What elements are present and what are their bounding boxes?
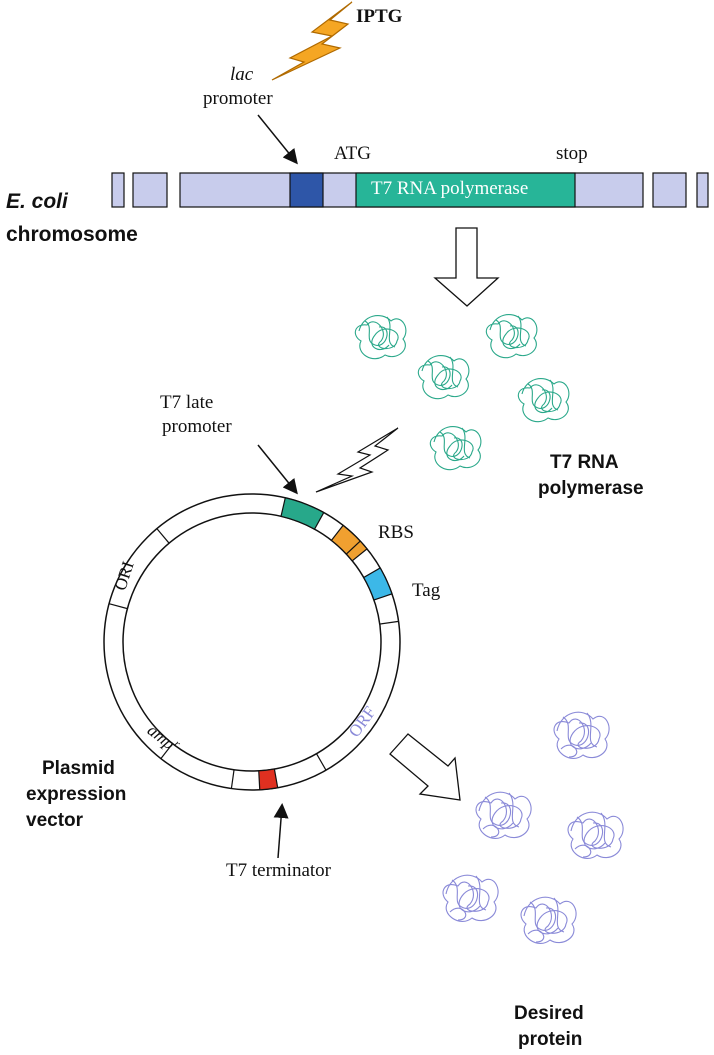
protein-molecule	[567, 811, 624, 859]
protein-molecule	[553, 711, 610, 759]
t7-late-promoter-arrow	[257, 444, 298, 495]
chromosome-segment	[111, 172, 125, 208]
chromosome-segment	[652, 172, 687, 208]
lac-promoter-block	[289, 172, 324, 208]
t7-rna-polymerase-gene	[355, 172, 576, 208]
chromosome-segment	[696, 172, 709, 208]
plasmid-dividers	[108, 528, 399, 789]
protein-molecule	[442, 874, 499, 922]
iptg-label: IPTG	[356, 6, 403, 27]
expression-down-arrow	[433, 227, 500, 307]
polymerase-binding-lightning-icon	[315, 427, 399, 493]
stop-label: stop	[556, 143, 588, 164]
protein-label: protein	[518, 1029, 583, 1050]
polymerase-label: polymerase	[538, 478, 644, 499]
polymerase-molecule	[517, 378, 570, 423]
plasmid-divider	[108, 603, 128, 610]
translation-arrow	[389, 733, 461, 801]
plasmid-label: Plasmid	[42, 758, 115, 779]
polymerase-molecule	[354, 315, 407, 360]
tag-segment	[362, 567, 393, 601]
t7-polymerase-cluster	[354, 314, 570, 471]
t7-terminator-segment	[258, 768, 279, 791]
t7-late-promoter-label: promoter	[162, 416, 232, 437]
vector-label: vector	[26, 810, 84, 831]
lac-label: lac	[230, 64, 254, 85]
chromosome-label: chromosome	[6, 223, 138, 246]
iptg-lightning-icon	[271, 1, 353, 81]
plasmid-divider	[156, 528, 170, 544]
tag-label: Tag	[412, 580, 441, 601]
t7-gene-label: T7 RNA polymerase	[371, 178, 529, 199]
plasmid-outer-circle	[103, 493, 401, 791]
polymerase-molecule	[417, 355, 470, 400]
atg-label: ATG	[334, 143, 371, 164]
polymerase-molecule	[485, 314, 538, 359]
t7-rna-label: T7 RNA	[550, 452, 619, 473]
t7-terminator-label: T7 terminator	[226, 860, 331, 881]
t7-late-label: T7 late	[160, 392, 214, 413]
t7-terminator-arrow	[273, 803, 289, 859]
chromosome-segment	[132, 172, 168, 208]
chromosome-track	[111, 172, 709, 208]
polymerase-molecule	[429, 426, 482, 471]
lac-promoter-label: promoter	[203, 88, 273, 109]
plasmid-divider	[345, 540, 361, 555]
protein-cluster	[442, 711, 624, 944]
plasmid-divider	[160, 743, 174, 759]
rbs-label: RBS	[378, 522, 414, 543]
plasmid-ring	[103, 493, 401, 791]
rbs-segment	[330, 524, 368, 562]
desired-label: Desired	[514, 1003, 584, 1024]
lac-promoter-arrow	[257, 114, 298, 165]
plasmid-divider	[230, 769, 235, 789]
t7-late-promoter-segment	[280, 497, 325, 530]
plasmid-inner-circle	[122, 512, 382, 772]
protein-molecule	[520, 896, 577, 944]
ecoli-label: E. coli	[6, 190, 68, 213]
protein-molecule	[475, 791, 532, 839]
plasmid-divider	[379, 620, 399, 625]
expression-label: expression	[26, 784, 127, 805]
plasmid-divider	[315, 753, 327, 771]
